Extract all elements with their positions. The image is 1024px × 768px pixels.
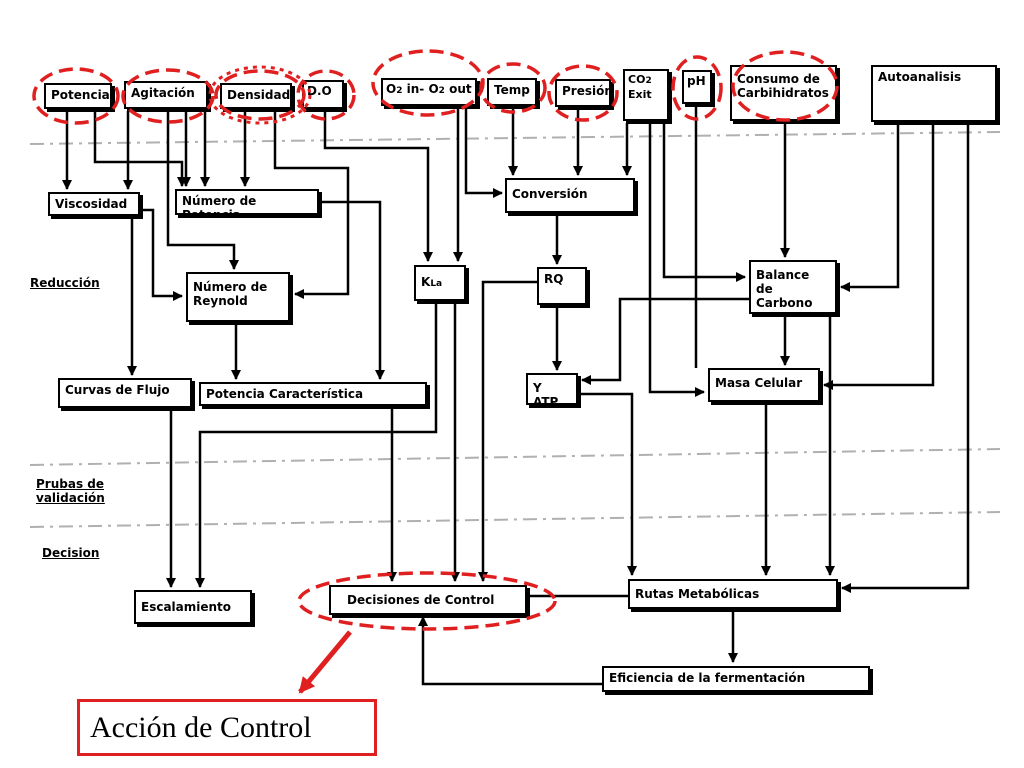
o2-box: O2 in- O2 out [381, 78, 477, 106]
presion-label: Presión [562, 84, 611, 98]
accion-control-box: Acción de Control [77, 699, 377, 756]
y-atp-label: Y ATP [533, 381, 559, 405]
ph-label: pH [687, 74, 706, 88]
arrow-accion-control [298, 630, 352, 694]
arrow-rq-decisiones [478, 280, 537, 582]
presion-box: Presión [555, 79, 611, 107]
arrow-kla-escalamiento [195, 303, 438, 588]
consumo-label: Consumo de Carbihidratos [737, 72, 829, 100]
kla-sub: La [430, 279, 443, 289]
rutas-metabolicas-box: Rutas Metabólicas [628, 579, 838, 609]
highlight-o2 [371, 49, 485, 117]
highlight-ph [671, 55, 723, 121]
potencia-box: Potencia [44, 83, 112, 109]
arrow-co2-masa [648, 123, 705, 397]
balance-carbono-label: Balance de Carbono [756, 268, 813, 310]
arrow-potencia-numpot [93, 111, 187, 187]
escalamiento-box: Escalamiento [134, 590, 252, 624]
rq-label: RQ [544, 272, 564, 286]
densidad-box: Densidad [220, 83, 292, 109]
conversion-box: Conversión [505, 178, 635, 213]
arrow-o2-conversion [464, 108, 503, 198]
curvas-flujo-label: Curvas de Flujo [65, 383, 170, 397]
potencia-caracteristica-box: Potencia Característica [199, 382, 427, 406]
masa-celular-label: Masa Celular [715, 376, 803, 390]
temp-box: Temp [487, 78, 537, 106]
rq-box: RQ [537, 267, 587, 305]
eficiencia-box: Eficiencia de la fermentación [602, 666, 870, 692]
viscosidad-label: Viscosidad [55, 197, 128, 211]
highlight-presion [547, 64, 619, 122]
highlight-do [296, 69, 356, 121]
o2-label-a: O [386, 82, 397, 96]
decisiones-control-box: Decisiones de Control [329, 585, 527, 615]
pruebas-label: Prubas de validación [36, 477, 105, 505]
o2-label-mid: in- O [402, 82, 439, 96]
decision-label: Decision [42, 546, 100, 560]
numero-potencia-box: Número de Potencia [175, 189, 319, 215]
divider-top [29, 131, 1001, 145]
reduccion-label: Reducción [30, 276, 100, 290]
curvas-flujo-box: Curvas de Flujo [58, 378, 192, 408]
numero-reynold-label: Número de Reynold [193, 280, 268, 308]
masa-celular-box: Masa Celular [708, 368, 820, 402]
co2-exit-label: Exit [628, 88, 652, 101]
densidad-label: Densidad [227, 88, 291, 102]
divider-validation [29, 448, 1001, 466]
highlight-densidad [214, 69, 306, 121]
arrow-densidad-reynold [273, 111, 350, 299]
highlight-potencia [32, 67, 120, 125]
o2-sub-b: 2 [438, 86, 445, 96]
autoanalisis-label: Autoanalisis [878, 70, 962, 84]
arrow-balance-yatp [581, 297, 749, 385]
arrow-co2-balance [662, 123, 746, 282]
highlight-densidad-dotted [208, 65, 312, 125]
arrow-agitacion-reynold [166, 111, 239, 270]
highlight-decisiones [297, 571, 557, 631]
rutas-metabolicas-label: Rutas Metabólicas [635, 587, 760, 601]
co2-sub: 2 [645, 76, 652, 86]
arrow-auto-balance [840, 124, 900, 292]
potencia-label: Potencia [51, 88, 110, 102]
do-label: D.O [307, 84, 332, 98]
conversion-label: Conversión [512, 187, 588, 201]
arrow-numpot-potcar [319, 200, 385, 380]
arrow-auto-masa [823, 124, 935, 390]
numero-potencia-label: Número de Potencia [182, 194, 257, 215]
highlight-consumo [731, 50, 839, 122]
arrow-auto-rutas [841, 124, 970, 593]
co2-label: CO [628, 73, 646, 86]
escalamiento-label: Escalamiento [141, 600, 232, 614]
highlight-temp [479, 62, 547, 114]
divider-decision [29, 511, 1001, 528]
balance-carbono-box: Balance de Carbono [749, 260, 837, 314]
o2-label-out: out [444, 82, 472, 96]
kla-label: K [421, 275, 431, 289]
numero-reynold-box: Número de Reynold [186, 272, 290, 322]
temp-label: Temp [494, 83, 530, 97]
ph-box: pH [682, 70, 712, 104]
arrow-viscosidad-reynold [140, 208, 183, 301]
kla-box: KLa [414, 265, 466, 301]
co2-exit-box: CO2 Exit [623, 69, 669, 121]
autoanalisis-box: Autoanalisis [871, 65, 997, 122]
agitacion-label: Agitación [131, 86, 195, 100]
agitacion-box: Agitación [124, 81, 208, 109]
potencia-caracteristica-label: Potencia Característica [206, 387, 364, 401]
arrow-do-kla [323, 111, 433, 262]
y-atp-box: Y ATP [526, 373, 578, 405]
o2-sub-a: 2 [396, 86, 403, 96]
eficiencia-label: Eficiencia de la fermentación [609, 671, 806, 685]
arrow-yatp-rutas [578, 392, 637, 576]
highlight-agitacion [121, 68, 215, 124]
decisiones-control-label: Decisiones de Control [347, 593, 495, 607]
arrow-eficiencia-decisiones [418, 616, 602, 686]
viscosidad-box: Viscosidad [48, 192, 140, 216]
accion-control-label: Acción de Control [90, 711, 312, 744]
